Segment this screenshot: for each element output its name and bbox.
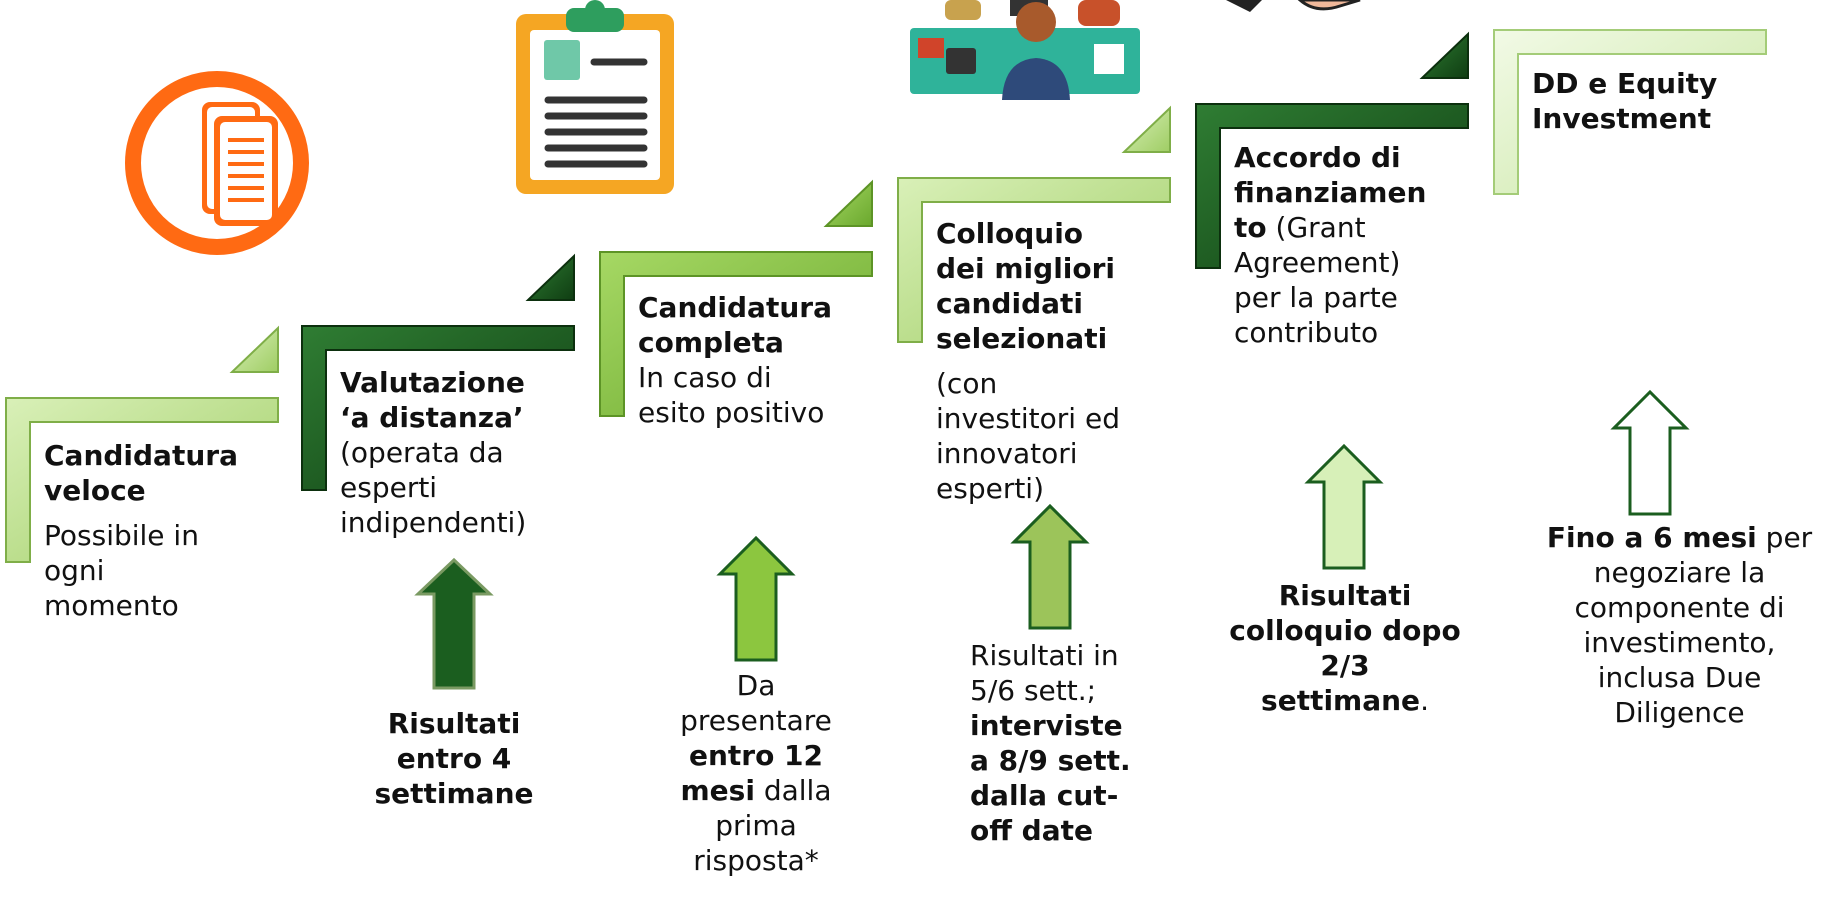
note-candidatura-completa: Da presentare entro 12 mesi dalla prima … <box>641 668 871 878</box>
step-desc: (Grant <box>1266 211 1366 244</box>
step-dd-equity: DD e Equity Investment <box>1532 66 1772 136</box>
note-line: componente di <box>1574 591 1785 624</box>
step-valutazione: Valutazione ‘a distanza’ (operata da esp… <box>340 365 580 540</box>
step-title: DD e Equity <box>1532 67 1718 100</box>
step-desc: (operata da <box>340 436 504 469</box>
step-title: Valutazione <box>340 366 525 399</box>
note-line: mesi <box>680 774 755 807</box>
meeting-icon <box>910 0 1140 100</box>
step-accordo: Accordo di finanziamen to (Grant Agreeme… <box>1234 140 1474 350</box>
note-line: investimento, <box>1583 626 1776 659</box>
step-desc: ogni <box>44 554 105 587</box>
step-title: finanziamen <box>1234 176 1427 209</box>
note-line: 5/6 sett.; <box>970 674 1097 707</box>
step-desc: indipendenti) <box>340 506 527 539</box>
handshake-icon <box>1226 0 1361 12</box>
note-line: Diligence <box>1614 696 1745 729</box>
step-desc: esperti <box>340 471 438 504</box>
step-bracket-2 <box>301 253 575 491</box>
note-line: presentare <box>680 704 832 737</box>
note-line: a 8/9 sett. <box>970 744 1131 777</box>
arrow-up-4 <box>1010 503 1090 630</box>
step-desc: contributo <box>1234 316 1379 349</box>
note-valutazione: Risultati entro 4 settimane <box>339 706 569 811</box>
step-title: Candidatura <box>44 439 238 472</box>
step-desc: investitori ed <box>936 402 1120 435</box>
step-title: Accordo di <box>1234 141 1401 174</box>
note-line: interviste <box>970 709 1123 742</box>
step-desc: esperti) <box>936 472 1045 505</box>
note-dd-equity: Fino a 6 mesi per negoziare la component… <box>1522 520 1837 730</box>
step-desc: innovatori <box>936 437 1078 470</box>
step-desc: per la parte <box>1234 281 1398 314</box>
step-desc: Agreement) <box>1234 246 1401 279</box>
note-line: Risultati <box>1278 579 1412 612</box>
step-desc: Possibile in <box>44 519 199 552</box>
note-line: off date <box>970 814 1093 847</box>
note-accordo: Risultati colloquio dopo 2/3 settimane. <box>1210 578 1480 718</box>
note-line: per <box>1756 521 1813 554</box>
note-line: prima <box>715 809 797 842</box>
step-bracket-1 <box>5 325 279 563</box>
arrow-up-2 <box>414 557 494 690</box>
step-bracket-5 <box>1195 31 1469 269</box>
note-line: . <box>1420 684 1429 717</box>
step-title: candidati <box>936 287 1083 320</box>
note-line: risposta* <box>693 844 819 877</box>
step-colloquio: Colloquio dei migliori candidati selezio… <box>936 216 1176 506</box>
note-line: Risultati in <box>970 639 1119 672</box>
note-line: dalla <box>754 774 832 807</box>
step-title: dei migliori <box>936 252 1116 285</box>
note-line: 2/3 <box>1320 649 1370 682</box>
step-title: completa <box>638 326 784 359</box>
step-title: to <box>1234 211 1267 244</box>
step-title: Candidatura <box>638 291 832 324</box>
note-line: Risultati <box>387 707 521 740</box>
step-title: veloce <box>44 474 146 507</box>
note-line: Da <box>736 669 776 702</box>
step-bracket-6 <box>1493 29 1767 195</box>
note-line: colloquio dopo <box>1229 614 1461 647</box>
clipboard-icon <box>516 0 674 194</box>
step-title: Colloquio <box>936 217 1084 250</box>
step-desc: (con <box>936 367 998 400</box>
note-line: settimane <box>374 777 534 810</box>
note-line: dalla cut- <box>970 779 1119 812</box>
document-icon <box>125 71 309 255</box>
step-desc: momento <box>44 589 179 622</box>
arrow-up-6 <box>1610 389 1690 516</box>
step-bracket-4 <box>897 105 1171 343</box>
step-title: Investment <box>1532 102 1712 135</box>
note-line: entro 4 <box>396 742 512 775</box>
step-desc: esito positivo <box>638 396 825 429</box>
arrow-up-5 <box>1304 443 1384 570</box>
step-desc: In caso di <box>638 361 772 394</box>
step-title: ‘a distanza’ <box>340 401 524 434</box>
note-line: negoziare la <box>1593 556 1766 589</box>
step-candidatura-completa: Candidatura completa In caso di esito po… <box>638 290 878 430</box>
step-title: selezionati <box>936 322 1108 355</box>
note-colloquio: Risultati in 5/6 sett.; interviste a 8/9… <box>970 638 1190 848</box>
note-line: Fino a 6 mesi <box>1546 521 1757 554</box>
note-line: entro 12 <box>688 739 824 772</box>
step-candidatura-veloce: Candidatura veloce Possibile in ogni mom… <box>44 438 284 623</box>
step-bracket-3 <box>599 179 873 417</box>
note-line: inclusa Due <box>1597 661 1762 694</box>
arrow-up-3 <box>716 535 796 662</box>
note-line: settimane <box>1261 684 1421 717</box>
